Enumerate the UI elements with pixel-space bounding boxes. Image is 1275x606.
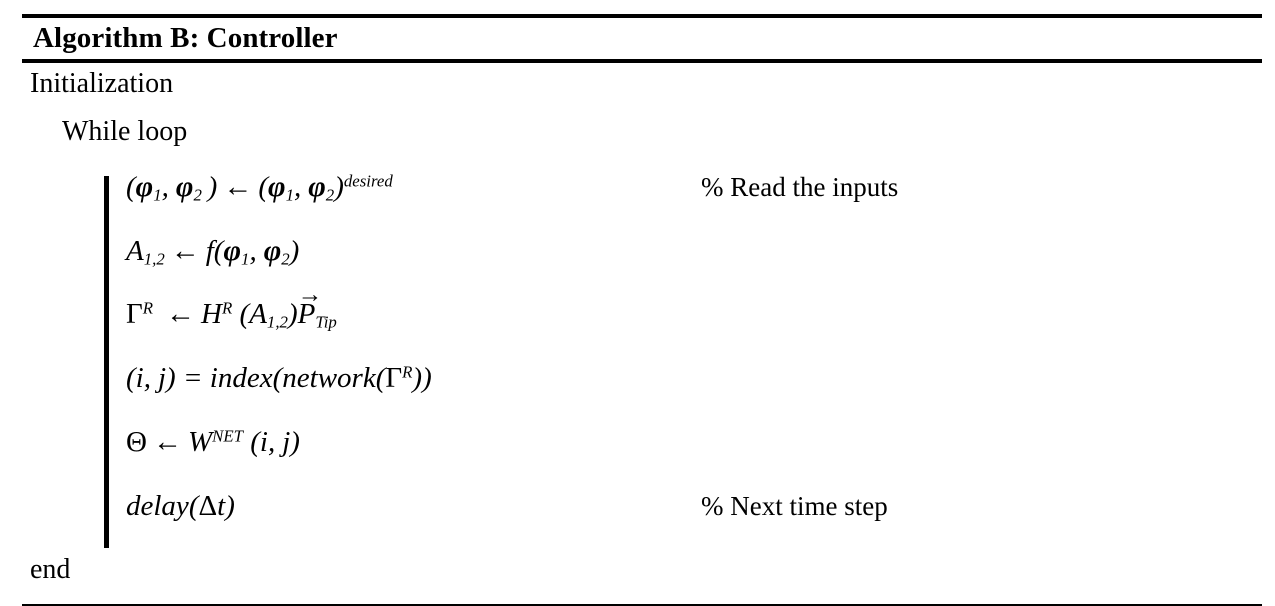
vector-arrow-icon: → — [297, 281, 323, 309]
algorithm-title: Algorithm B: Controller — [33, 22, 338, 54]
statement-expression: Θ←WNET (i,j) — [126, 426, 300, 459]
statement-expression: delay(Δt) — [126, 490, 235, 523]
statement-comment: % Read the inputs — [701, 172, 899, 203]
algorithm-block: Algorithm B: Controller Initialization W… — [22, 14, 1262, 606]
statement-gamma-r: ΓR←HR (A1,2)→PTip — [126, 281, 1262, 362]
rule-top — [22, 14, 1262, 18]
statement-index-network: (i,j) = index(network(ΓR)) — [126, 362, 1262, 426]
statement-expression: (φ1,φ2 )←(φ1,φ2)desired — [126, 170, 393, 206]
line-while-loop: While loop — [62, 116, 188, 148]
algorithm-body: Initialization While loop (φ1,φ2 )←(φ1,φ… — [22, 63, 1262, 604]
statement-comment: % Next time step — [701, 491, 888, 522]
while-loop-body: (φ1,φ2 )←(φ1,φ2)desired % Read the input… — [22, 170, 1262, 554]
line-end: end — [30, 554, 71, 586]
line-initialization: Initialization — [30, 68, 174, 100]
statement-expression: (i,j) = index(network(ΓR)) — [126, 362, 432, 395]
rule-header-separator — [22, 59, 1262, 64]
loop-vertical-bar — [104, 176, 109, 549]
statement-expression: ΓR←HR (A1,2)→PTip — [126, 281, 337, 333]
statement-delay: delay(Δt) % Next time step — [126, 490, 1262, 554]
statement-expression: A1,2←f(φ1,φ2) — [126, 234, 300, 270]
statement-amplitudes: A1,2←f(φ1,φ2) — [126, 234, 1262, 298]
statement-theta-wnet: Θ←WNET (i,j) — [126, 426, 1262, 490]
statement-read-inputs: (φ1,φ2 )←(φ1,φ2)desired % Read the input… — [126, 170, 1262, 234]
